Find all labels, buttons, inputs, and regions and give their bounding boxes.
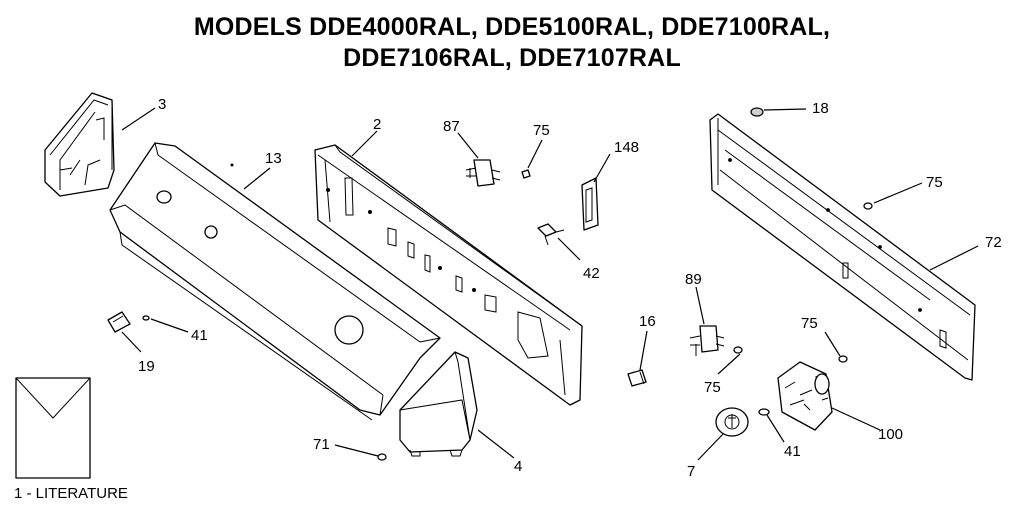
part-41-spring-b [758, 408, 770, 416]
label-part-75-b: 75 [926, 174, 943, 191]
part-4-right-end-cap [399, 351, 478, 457]
label-part-71: 71 [313, 436, 330, 453]
label-part-13: 13 [265, 150, 282, 167]
part-72-rear-panel [709, 113, 976, 381]
part-42-clip [537, 223, 565, 246]
label-part-18: 18 [812, 100, 829, 117]
part-18-screw [750, 107, 764, 117]
part-71-screw [377, 453, 387, 461]
label-part-7: 7 [687, 463, 695, 480]
diagram-title-line-1: MODELS DDE4000RAL, DDE5100RAL, DDE7100RA… [193, 13, 831, 41]
part-3-left-end-cap [44, 92, 115, 197]
label-part-75-d: 75 [801, 315, 818, 332]
part-75-screw-b [863, 202, 873, 210]
label-literature: 1 - LITERATURE [14, 485, 128, 502]
label-part-16: 16 [639, 313, 656, 330]
part-75-screw-d [838, 355, 848, 363]
label-part-41-a: 41 [191, 327, 208, 344]
part-100-timer [777, 361, 833, 431]
label-part-4: 4 [514, 458, 522, 475]
part-75-screw-c [733, 346, 743, 354]
label-part-148: 148 [614, 139, 639, 156]
part-75-screw-a [521, 169, 531, 179]
part-148-bracket [581, 177, 599, 231]
part-16-bolt [627, 369, 647, 387]
label-part-3: 3 [158, 96, 166, 113]
part-41-spring-a [142, 315, 150, 321]
part-87-switch [465, 159, 501, 187]
part-89-switch [689, 325, 725, 356]
part-2-console-bracket [314, 144, 583, 406]
label-part-19: 19 [138, 358, 155, 375]
label-part-87: 87 [443, 118, 460, 135]
label-part-72: 72 [985, 234, 1002, 251]
part-19-knob [107, 311, 131, 333]
leader-lines [121, 107, 979, 461]
diagram-title-line-2: DDE7106RAL, DDE7107RAL [343, 44, 681, 72]
part-1-literature-envelope [15, 377, 91, 479]
part-7-knob [715, 407, 749, 437]
label-part-41-b: 41 [784, 443, 801, 460]
label-part-2: 2 [373, 116, 381, 133]
label-part-75-c: 75 [704, 379, 721, 396]
label-part-42: 42 [583, 265, 600, 282]
label-part-75-a: 75 [533, 122, 550, 139]
label-part-89: 89 [685, 271, 702, 288]
label-part-100: 100 [878, 426, 903, 443]
part-13-control-panel [109, 142, 441, 421]
